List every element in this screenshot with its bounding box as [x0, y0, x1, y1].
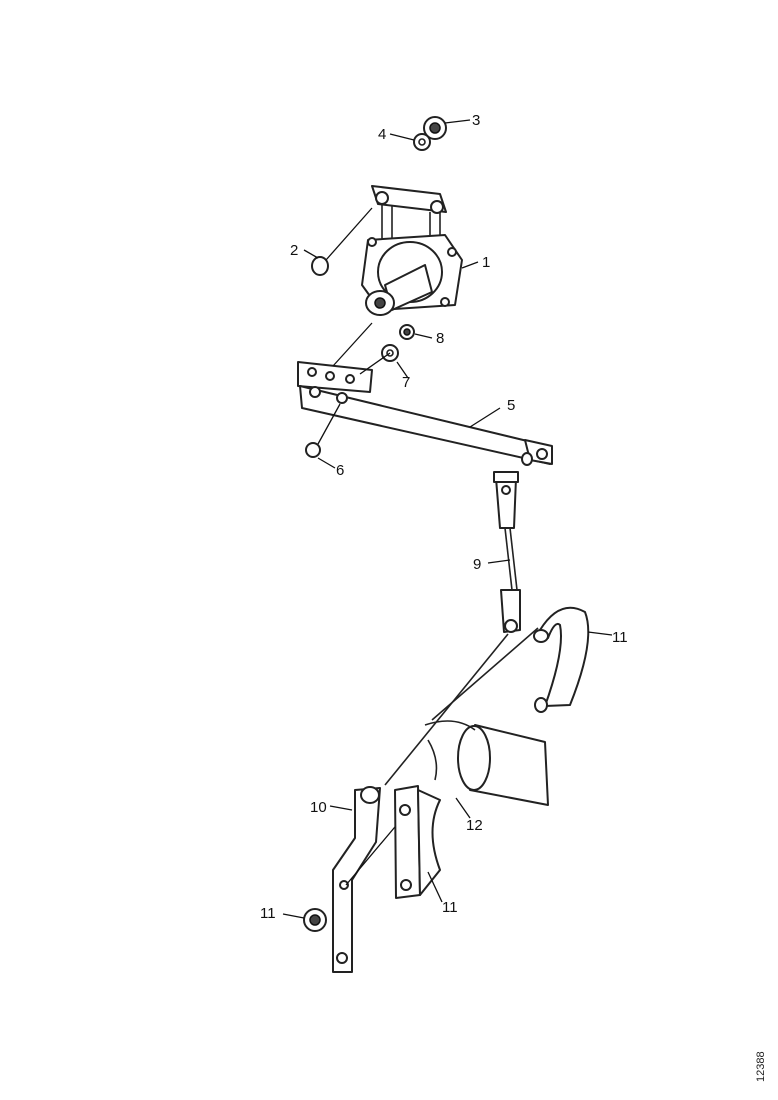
callout-5: 5 — [507, 397, 515, 414]
callout-9: 9 — [473, 556, 481, 573]
motor-mounting-bracket — [371, 185, 447, 260]
screw-part-2 — [311, 207, 373, 276]
tube-part-12 — [384, 627, 549, 806]
washer-part-4 — [413, 133, 431, 151]
mounting-rail-part-5 — [297, 322, 553, 466]
callout-11-center: 11 — [442, 899, 458, 916]
callout-4: 4 — [378, 126, 386, 143]
nut-part-8 — [399, 324, 415, 340]
callout-11-right: 11 — [612, 629, 628, 646]
clamp-plate-part-11 — [394, 785, 441, 899]
bracket-part-10 — [332, 786, 406, 973]
nut-part-11 — [303, 908, 327, 932]
callout-2: 2 — [290, 242, 298, 259]
callout-10: 10 — [310, 799, 327, 816]
callout-12: 12 — [466, 817, 483, 834]
reference-code: 12388 — [755, 1051, 767, 1082]
linkage-rod-part-9 — [493, 471, 521, 633]
screw-part-6 — [305, 403, 341, 458]
motor-part-1 — [361, 234, 463, 316]
callout-7: 7 — [402, 374, 410, 391]
callout-6: 6 — [336, 462, 344, 479]
nut-part-3 — [423, 116, 447, 140]
callout-11-left: 11 — [260, 905, 276, 922]
callout-3: 3 — [472, 112, 480, 129]
callout-leaders — [282, 119, 613, 919]
callout-1: 1 — [482, 254, 490, 271]
u-bolt-part-11 — [533, 606, 590, 713]
callout-8: 8 — [436, 330, 444, 347]
